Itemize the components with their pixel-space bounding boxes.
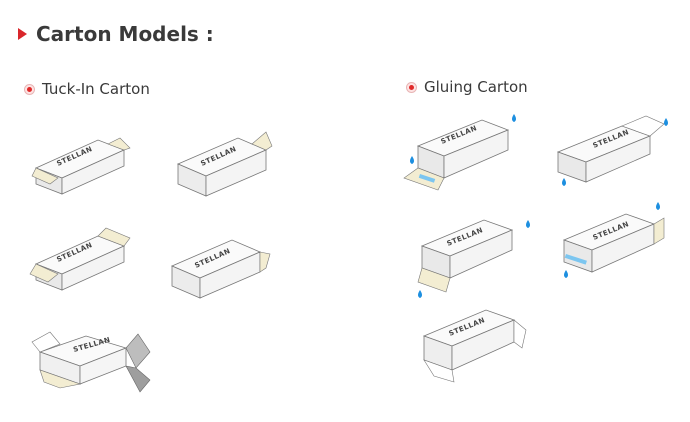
page-title: Carton Models : xyxy=(36,22,214,46)
carton-image-tuck-3: STELLAN xyxy=(29,227,131,291)
section-label-gluing: Gluing Carton xyxy=(406,78,528,96)
carton-image-tuck-5: STELLAN xyxy=(31,331,151,393)
page-heading: Carton Models : xyxy=(18,22,214,46)
carton-image-glue-4: STELLAN xyxy=(562,202,665,278)
carton-image-glue-2: STELLAN xyxy=(556,115,668,186)
carton-image-glue-3: STELLAN xyxy=(417,219,530,298)
radio-bullet-icon xyxy=(24,83,35,95)
section-title: Gluing Carton xyxy=(424,78,528,96)
carton-image-glue-5: STELLAN xyxy=(422,309,527,383)
section-title: Tuck-In Carton xyxy=(42,80,150,98)
carton-image-tuck-4: STELLAN xyxy=(170,239,271,299)
carton-image-glue-1: STELLAN xyxy=(403,114,516,191)
triangle-bullet-icon xyxy=(18,28,27,40)
radio-bullet-icon xyxy=(406,81,417,93)
carton-image-tuck-1: STELLAN xyxy=(31,137,131,195)
section-label-tuck-in: Tuck-In Carton xyxy=(24,80,150,98)
carton-image-tuck-2: STELLAN xyxy=(176,131,273,197)
